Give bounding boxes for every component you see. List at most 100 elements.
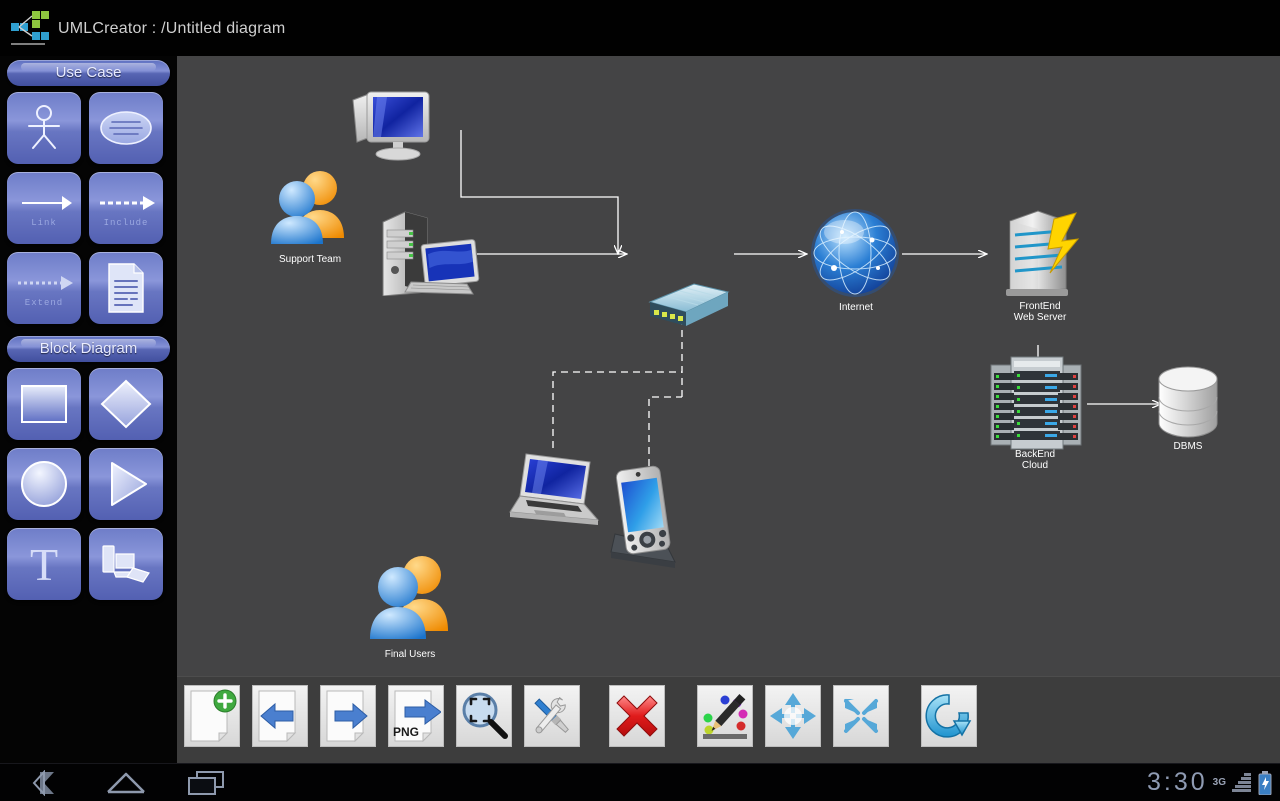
use-case-tool-grid: Link Include Extend [7, 92, 170, 324]
load-diagram-button[interactable] [252, 685, 308, 747]
circle-icon [21, 461, 67, 507]
tile-label: Include [103, 218, 149, 228]
bottom-toolbar: PNG [177, 676, 1280, 764]
network-type-label: 3G [1212, 777, 1226, 788]
tools-wrench-screwdriver-icon [534, 696, 569, 734]
sidebar-item-note-tool[interactable] [89, 252, 163, 324]
home-icon [107, 772, 145, 794]
actor-stick-figure-icon [28, 105, 60, 149]
sidebar-item-extend-tool[interactable]: Extend [7, 252, 81, 324]
pencil-palette-icon [703, 694, 748, 739]
battery-charging-icon [1258, 770, 1272, 795]
node-backend-cloud[interactable]: BackEnd Cloud [987, 351, 1087, 471]
node-frontend-web-server[interactable]: FrontEnd Web Server [992, 201, 1087, 323]
back-button[interactable] [16, 768, 74, 798]
new-diagram-button[interactable] [184, 685, 240, 747]
file-left-arrow-icon [258, 690, 297, 743]
node-workstation[interactable] [347, 86, 447, 171]
zoom-fit-button[interactable] [456, 685, 512, 747]
desktop-monitor-icon [352, 91, 430, 161]
desktop-tower-icon [382, 211, 480, 297]
server-rack-icon [990, 356, 1082, 450]
database-cylinder-icon [1158, 366, 1218, 438]
page-title: UMLCreator : /Untitled diagram [58, 20, 286, 37]
diamond-icon [100, 379, 152, 429]
laptop-icon [509, 453, 600, 525]
refresh-circular-arrow-icon [925, 694, 972, 738]
delete-button[interactable] [609, 685, 665, 747]
umlcreator-logo-icon [11, 11, 49, 45]
title-bar: UMLCreator : /Untitled diagram [0, 0, 1280, 56]
status-area: 3:30 3G [1147, 766, 1272, 799]
tool-palette-sidebar: Use Case [0, 56, 177, 763]
android-navigation-bar: 3:30 3G [0, 763, 1280, 801]
node-router[interactable] [632, 278, 732, 339]
computer-device-icon [102, 545, 150, 583]
node-support-team[interactable]: Support Team [262, 166, 357, 265]
file-new-plus-icon [190, 689, 237, 743]
sidebar-item-actor-tool[interactable] [7, 92, 81, 164]
sidebar-item-triangle-tool[interactable] [89, 448, 163, 520]
recent-apps-button[interactable] [177, 768, 235, 798]
section-header-use-case: Use Case [7, 60, 170, 86]
export-png-button[interactable]: PNG [388, 685, 444, 747]
sidebar-item-include-tool[interactable]: Include [89, 172, 163, 244]
node-pda[interactable] [605, 464, 683, 579]
home-button[interactable] [97, 768, 155, 798]
svg-text:T: T [30, 539, 58, 590]
settings-button[interactable] [524, 685, 580, 747]
note-document-icon [108, 263, 144, 313]
status-clock: 3:30 [1146, 768, 1208, 796]
globe-internet-icon [811, 209, 899, 297]
node-label: Internet [839, 302, 873, 313]
usecase-ellipse-icon [100, 111, 152, 145]
recent-apps-icon [188, 771, 224, 795]
node-desktop-pc[interactable] [375, 204, 480, 301]
tile-label: Extend [24, 298, 64, 308]
sidebar-item-usecase-tool[interactable] [89, 92, 163, 164]
router-switch-icon [648, 283, 730, 326]
node-internet[interactable]: Internet [808, 206, 903, 313]
section-header-block-diagram: Block Diagram [7, 336, 170, 362]
collapse-button[interactable] [833, 685, 889, 747]
block-diagram-tool-grid: T [7, 368, 170, 600]
text-t-icon: T [30, 539, 58, 590]
server-tower-icon [1006, 210, 1080, 296]
node-label: BackEnd Cloud [1014, 449, 1056, 471]
diagram-canvas[interactable]: Support Team [177, 56, 1280, 763]
rectangle-icon [21, 385, 67, 423]
sidebar-item-rectangle-tool[interactable] [7, 368, 81, 440]
triangle-play-icon [111, 462, 147, 506]
node-final-users[interactable]: Final Users [362, 551, 462, 660]
magnifier-fit-icon [462, 692, 508, 739]
node-laptop[interactable] [502, 446, 602, 536]
save-diagram-button[interactable] [320, 685, 376, 747]
sidebar-item-link-tool[interactable]: Link [7, 172, 81, 244]
arrows-collapse-icon [844, 699, 878, 733]
users-group-icon [370, 556, 448, 639]
pda-phone-dock-icon [610, 465, 676, 568]
png-label: PNG [393, 725, 420, 739]
tile-label: Link [31, 218, 57, 228]
back-icon [32, 770, 54, 796]
expand-button[interactable] [765, 685, 821, 747]
dashed-arrow-icon [100, 196, 155, 210]
node-label: FrontEnd Web Server [1013, 301, 1067, 323]
node-label: Final Users [384, 649, 436, 660]
refresh-button[interactable] [921, 685, 977, 747]
signal-bars-icon [1232, 772, 1251, 792]
users-group-icon [271, 171, 344, 244]
node-dbms[interactable]: DBMS [1155, 361, 1221, 452]
colors-button[interactable] [697, 685, 753, 747]
red-cross-delete-icon [616, 695, 658, 737]
file-png-export-icon [394, 690, 441, 743]
sidebar-item-text-tool[interactable]: T [7, 528, 81, 600]
sidebar-item-circle-tool[interactable] [7, 448, 81, 520]
solid-arrow-icon [22, 196, 72, 210]
node-label: Support Team [278, 254, 342, 265]
sidebar-item-device-tool[interactable] [89, 528, 163, 600]
dashed-arrow-icon [18, 276, 73, 290]
sidebar-item-diamond-tool[interactable] [89, 368, 163, 440]
node-label: DBMS [1173, 441, 1203, 452]
